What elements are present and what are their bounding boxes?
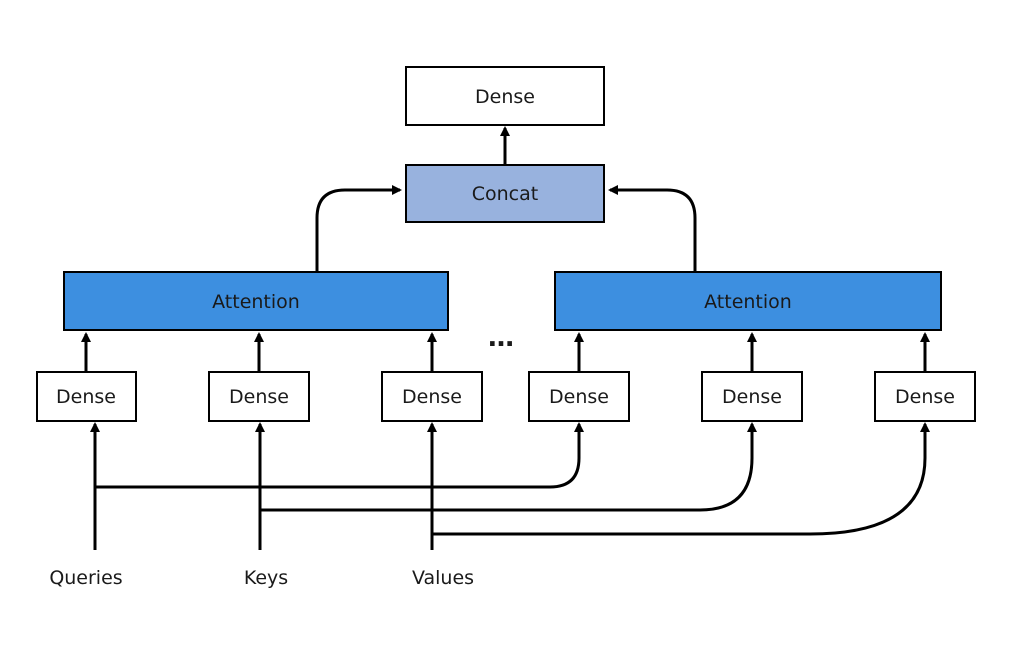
attention-node-right: Attention bbox=[554, 271, 942, 331]
input-labels: Queries Keys Values bbox=[49, 567, 474, 589]
attention-label-right: Attention bbox=[704, 291, 792, 313]
head-dense-box-5 bbox=[701, 371, 803, 422]
arrow-queries-to-dense4 bbox=[95, 422, 584, 489]
head-dense-box-4 bbox=[528, 371, 630, 422]
concat-label: Concat bbox=[472, 183, 538, 205]
head-dense-label-2: Dense bbox=[229, 386, 289, 408]
head-dense-node-3: Dense bbox=[381, 371, 483, 422]
head-dense-node-6: Dense bbox=[874, 371, 976, 422]
heads-ellipsis: … bbox=[488, 323, 514, 353]
attention-box-right bbox=[554, 271, 942, 331]
head-dense-label-5: Dense bbox=[722, 386, 782, 408]
arrow-keys-to-dense5 bbox=[260, 422, 757, 512]
head-dense-box-3 bbox=[381, 371, 483, 422]
attention-box-left bbox=[63, 271, 449, 331]
head-dense-label-4: Dense bbox=[549, 386, 609, 408]
arrow-attention-right-to-concat bbox=[608, 185, 697, 272]
head-dense-label-1: Dense bbox=[56, 386, 116, 408]
values-label: Values bbox=[412, 567, 474, 589]
head-dense-label-3: Dense bbox=[402, 386, 462, 408]
queries-label: Queries bbox=[49, 567, 122, 589]
concat-node: Concat bbox=[405, 164, 605, 223]
head-dense-label-6: Dense bbox=[895, 386, 955, 408]
head-dense-node-2: Dense bbox=[208, 371, 310, 422]
arrow-values-to-dense6 bbox=[432, 422, 930, 536]
output-dense-box bbox=[405, 66, 605, 126]
arrow-attention-left-to-concat bbox=[315, 185, 402, 272]
head-dense-box-1 bbox=[36, 371, 137, 422]
attention-label-left: Attention bbox=[212, 291, 300, 313]
concat-box bbox=[405, 164, 605, 223]
attention-node-left: Attention bbox=[63, 271, 449, 331]
head-dense-node-1: Dense bbox=[36, 371, 137, 422]
head-dense-row: Dense Dense Dense Dense Dense Dense bbox=[36, 371, 976, 422]
head-dense-node-4: Dense bbox=[528, 371, 630, 422]
head-dense-node-5: Dense bbox=[701, 371, 803, 422]
connectors bbox=[81, 126, 930, 550]
output-dense-node: Dense bbox=[405, 66, 605, 126]
head-dense-box-6 bbox=[874, 371, 976, 422]
keys-label: Keys bbox=[244, 567, 288, 589]
head-dense-box-2 bbox=[208, 371, 310, 422]
output-dense-label: Dense bbox=[475, 86, 535, 108]
